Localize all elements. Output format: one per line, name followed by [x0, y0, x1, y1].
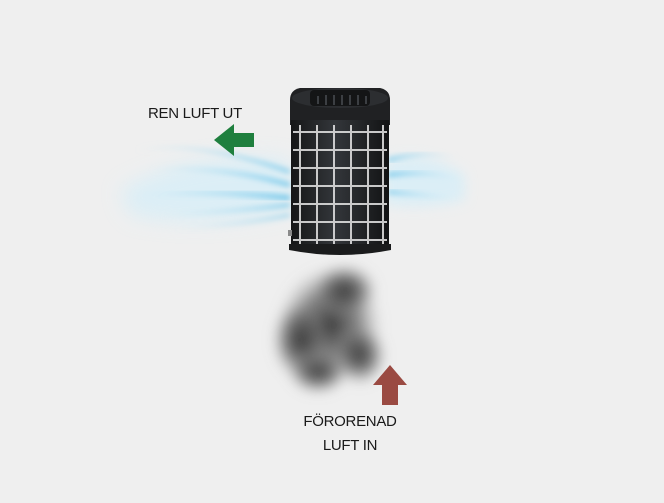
polluted-air-in-line2: LUFT IN	[322, 437, 378, 454]
smoke-cloud	[272, 264, 386, 394]
airflow-left	[120, 146, 291, 229]
clean-air-out-label: REN LUFT UT	[148, 105, 242, 122]
filter-cylinder	[288, 88, 391, 255]
polluted-air-in-label: FÖRORENAD LUFT IN	[290, 410, 410, 458]
arrow-up-icon	[373, 365, 407, 405]
airflow-right	[385, 152, 465, 207]
arrow-left-icon	[214, 124, 254, 156]
polluted-air-in-line1: FÖRORENAD	[303, 413, 397, 430]
